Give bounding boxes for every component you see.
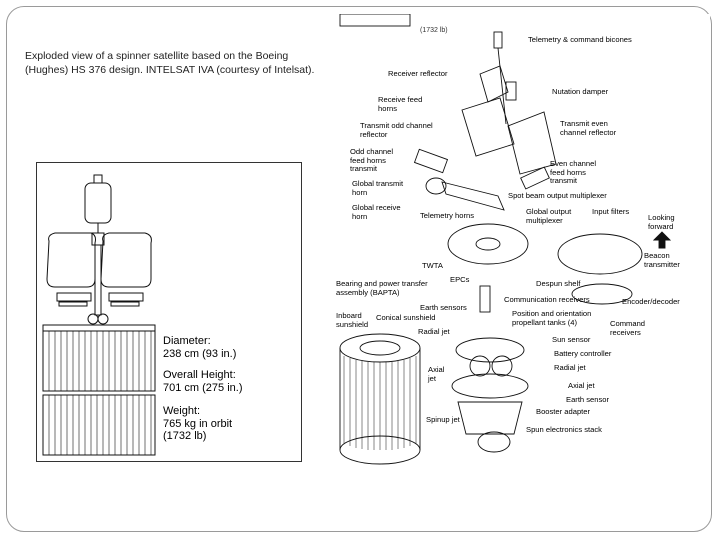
- label-axial-jet-right: Axial jet: [568, 381, 595, 390]
- label-transmit-odd-reflector: Transmit odd channel reflector: [360, 121, 433, 139]
- label-inboard-sunshield: Inboard sunshield: [336, 311, 369, 329]
- label-nutation-damper: Nutation damper: [552, 87, 609, 96]
- label-bapta: Bearing and power transfer assembly (BAP…: [336, 279, 428, 297]
- top-crop-note: (1732 lb): [420, 27, 448, 34]
- spec-height-label: Overall Height:: [163, 369, 236, 381]
- label-axial-jet-left: Axial jet: [428, 365, 445, 383]
- exploded-view-figure: (1732 lb) Telemetry & command bicones Re…: [330, 14, 710, 466]
- label-communication-receivers: Communication receivers: [504, 295, 590, 304]
- label-conical-sunshield: Conical sunshield: [376, 313, 436, 322]
- label-radial-jet-1: Radial jet: [418, 327, 450, 336]
- label-command-receivers: Command receivers: [610, 319, 646, 337]
- label-receiver-reflector: Receiver reflector: [388, 69, 448, 78]
- satellite-overview-figure: Diameter: 238 cm (93 in.) Overall Height…: [36, 162, 302, 462]
- label-input-filters: Input filters: [592, 207, 630, 216]
- figure-caption: Exploded view of a spinner satellite bas…: [25, 50, 315, 76]
- spec-diameter: Diameter: 238 cm (93 in.): [163, 335, 236, 360]
- slide-frame: [6, 6, 712, 532]
- label-global-output-multiplexer: Global output multiplexer: [526, 207, 572, 225]
- label-epcs: EPCs: [450, 275, 470, 284]
- label-encoder-decoder: Encoder/decoder: [622, 297, 680, 306]
- label-odd-feed-horns: Odd channel feed horns transmit: [350, 147, 394, 174]
- satellite-outline-drawing: [42, 174, 156, 456]
- label-receive-feed-horns: Receive feed horns: [378, 95, 423, 113]
- label-telemetry-bicones: Telemetry & command bicones: [528, 35, 632, 44]
- label-earth-sensors: Earth sensors: [420, 303, 467, 312]
- spec-weight-label: Weight:: [163, 405, 201, 417]
- exploded-view-drawing: [339, 14, 672, 465]
- spec-weight: Weight: 765 kg in orbit (1732 lb): [163, 405, 232, 443]
- label-position-tanks: Position and orientation propellant tank…: [512, 309, 592, 327]
- label-beacon-transmitter: Beacon transmitter: [644, 251, 680, 269]
- label-spot-beam-multiplexer: Spot beam output multiplexer: [508, 191, 607, 200]
- spec-diameter-value: 238 cm (93 in.): [163, 347, 237, 360]
- label-battery-controller: Battery controller: [554, 349, 612, 358]
- label-spun-electronics: Spun electronics stack: [526, 425, 602, 434]
- label-radial-jet-2: Radial jet: [554, 363, 586, 372]
- label-telemetry-horns: Telemetry horns: [420, 211, 475, 220]
- label-booster-adapter: Booster adapter: [536, 407, 591, 416]
- spec-height-value: 701 cm (275 in.): [163, 381, 243, 394]
- label-despun-shelf: Despun shelf: [536, 279, 581, 288]
- label-sun-sensor: Sun sensor: [552, 335, 591, 344]
- label-global-transmit-horn: Global transmit horn: [352, 179, 404, 197]
- spec-height: Overall Height: 701 cm (275 in.): [163, 369, 242, 394]
- spec-weight-value: 765 kg in orbit: [163, 417, 233, 430]
- label-earth-sensor: Earth sensor: [566, 395, 610, 404]
- label-global-receive-horn: Global receive horn: [352, 203, 401, 221]
- label-even-feed-horns: Even channel feed horns transmit: [550, 159, 597, 186]
- label-twta: TWTA: [422, 261, 443, 270]
- spec-weight-value-2: (1732 lb): [163, 430, 207, 442]
- label-spinup-jet: Spinup jet: [426, 415, 460, 424]
- label-looking-forward: Looking forward: [648, 213, 675, 231]
- spec-diameter-label: Diameter:: [163, 335, 211, 347]
- label-transmit-even-reflector: Transmit even channel reflector: [560, 119, 617, 137]
